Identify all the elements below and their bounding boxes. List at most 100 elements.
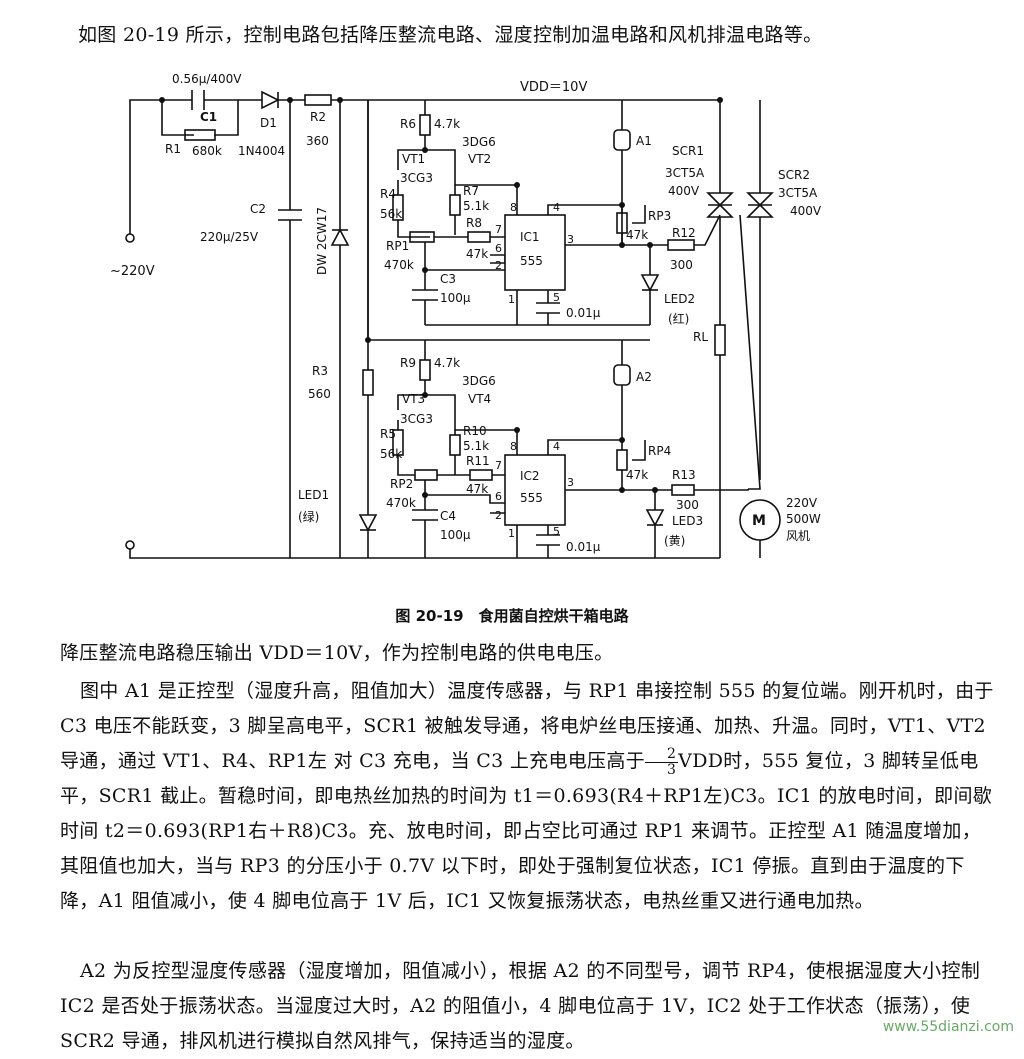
r3-value: 560 [308, 387, 331, 401]
vt4-type: 3DG6 [462, 374, 496, 388]
r12-label: R12 [672, 226, 696, 240]
ic1-pin5: 5 [553, 291, 560, 304]
ic2-pin4: 4 [553, 440, 560, 453]
paragraph-3: A2 为反控型湿度传感器（湿度增加，阻值减小），根据 A2 的不同型号，调节 R… [60, 960, 981, 1052]
cap2-value: 0.01μ [566, 540, 601, 554]
ic2-pin7: 7 [495, 459, 502, 472]
c2-label: C2 [250, 202, 266, 216]
r1-value: 680k [192, 144, 222, 158]
fraction-denominator: 3 [666, 761, 677, 778]
r2-value: 360 [306, 134, 329, 148]
input-network [159, 90, 720, 141]
ic2-pin5: 5 [553, 525, 560, 538]
ic1-pin8: 8 [510, 201, 517, 214]
led1-color: (绿) [298, 509, 319, 524]
paragraph-2: 图中 A1 是正控型（湿度升高，阻值加大）温度传感器，与 RP1 串接控制 55… [60, 674, 1000, 919]
vdd-label: VDD＝10V [520, 80, 587, 95]
c1-value: 0.56μ/400V [172, 72, 242, 86]
ic1-pin3: 3 [567, 233, 574, 246]
d1-value: 1N4004 [238, 144, 285, 158]
c4-label: C4 [440, 509, 456, 523]
ic1-pin1: 1 [508, 293, 515, 306]
circuit-diagram: ~220V 0.56μ/400V C1 R1 680k D1 1N4004 R2… [110, 72, 822, 559]
scr2-voltage: 400V [790, 204, 822, 218]
paragraph-1: 降压整流电路稳压输出 VDD＝10V，作为控制电路的供电电压。 [60, 642, 614, 664]
led3-color: (黄) [664, 534, 685, 548]
vt1-label: VT1 [402, 152, 425, 166]
watermark: www.55dianzi.com [882, 1019, 1014, 1035]
intro-text: 如图 20-19 所示，控制电路包括降压整流电路、湿度控制加温电路和风机排温电路… [78, 24, 823, 46]
scr2-label: SCR2 [778, 168, 810, 182]
fraction-numerator: 2 [644, 746, 679, 763]
r9-label: R9 [400, 356, 416, 370]
c1-label: C1 [200, 110, 217, 124]
ic2-type: 555 [520, 491, 543, 505]
power-section [706, 97, 781, 558]
rp3-value: 47k [626, 228, 648, 242]
lower-stage [392, 340, 749, 558]
ic2-pin2: 2 [495, 509, 502, 522]
ic1-pin2: 2 [495, 259, 502, 272]
d1-label: D1 [260, 116, 277, 130]
vt3-label: VT3 [402, 392, 425, 406]
c3-value: 100μ [440, 291, 471, 305]
rp3-label: RP3 [648, 209, 671, 223]
motor-symbol: M [752, 513, 766, 529]
r10-value: 5.1k [463, 439, 489, 453]
r7-value: 5.1k [463, 199, 489, 213]
ic1-pin7: 7 [495, 223, 502, 236]
r4-value: 56k [380, 207, 402, 221]
rp2-value: 470k [386, 496, 416, 510]
led2-label: LED2 [664, 292, 695, 306]
r11-label: R11 [466, 454, 490, 468]
figure-caption: 图 20-19 食用菌自控烘干箱电路 [395, 607, 629, 625]
r12-value: 300 [670, 258, 693, 272]
vt2-label: VT2 [468, 152, 491, 166]
c4-value: 100μ [440, 528, 471, 542]
r8-label: R8 [466, 216, 482, 230]
ac-label: ~220V [110, 264, 155, 279]
ic1-pin4: 4 [553, 201, 560, 214]
motor-voltage: 220V [786, 496, 818, 510]
cap1-value: 0.01μ [566, 306, 601, 320]
rp2-label: RP2 [390, 477, 413, 491]
vt1-type: 3CG3 [400, 171, 433, 185]
motor-power: 500W [786, 512, 821, 526]
rp1-value: 470k [384, 258, 414, 272]
rp4-label: RP4 [648, 444, 671, 458]
scr1-type: 3CT5A [665, 166, 705, 180]
led1-label: LED1 [298, 488, 329, 502]
rp4-value: 47k [626, 468, 648, 482]
r7-label: R7 [463, 184, 479, 198]
vt3-type: 3CG3 [400, 412, 433, 426]
r8-value: 47k [466, 247, 488, 261]
scr2-type: 3CT5A [778, 186, 818, 200]
paragraph-2b: VDD时，555 复位，3 脚转呈低电平，SCR1 截止。暂稳时间，即电热丝加热… [60, 750, 993, 912]
r4-label: R4 [380, 187, 396, 201]
scr1-voltage: 400V [668, 184, 700, 198]
ic2-pin6: 6 [495, 490, 502, 503]
motor-name: 风机 [786, 529, 810, 543]
r13-label: R13 [672, 468, 696, 482]
a2-label: A2 [636, 370, 652, 384]
c3-label: C3 [440, 272, 456, 286]
c2-value: 220μ/25V [200, 230, 259, 244]
ic1-label: IC1 [520, 230, 540, 244]
r5-label: R5 [380, 427, 396, 441]
r1-label: R1 [165, 142, 181, 156]
supply-filter [278, 100, 350, 558]
rl-label: RL [693, 330, 708, 344]
upper-stage [367, 100, 721, 341]
paragraph-2a: 图中 A1 是正控型（湿度升高，阻值加大）温度传感器，与 RP1 串接控制 55… [60, 680, 994, 772]
r10-label: R10 [463, 424, 487, 438]
r5-value: 56k [380, 447, 402, 461]
r9-value: 4.7k [434, 356, 460, 370]
led2-color: (红) [668, 311, 689, 326]
ac-input [125, 99, 720, 559]
rp1-label: RP1 [386, 239, 409, 253]
r6-label: R6 [400, 117, 416, 131]
dw-label: DW 2CW17 [315, 207, 329, 275]
ic1-pin6: 6 [495, 242, 502, 255]
r2-label: R2 [310, 110, 326, 124]
